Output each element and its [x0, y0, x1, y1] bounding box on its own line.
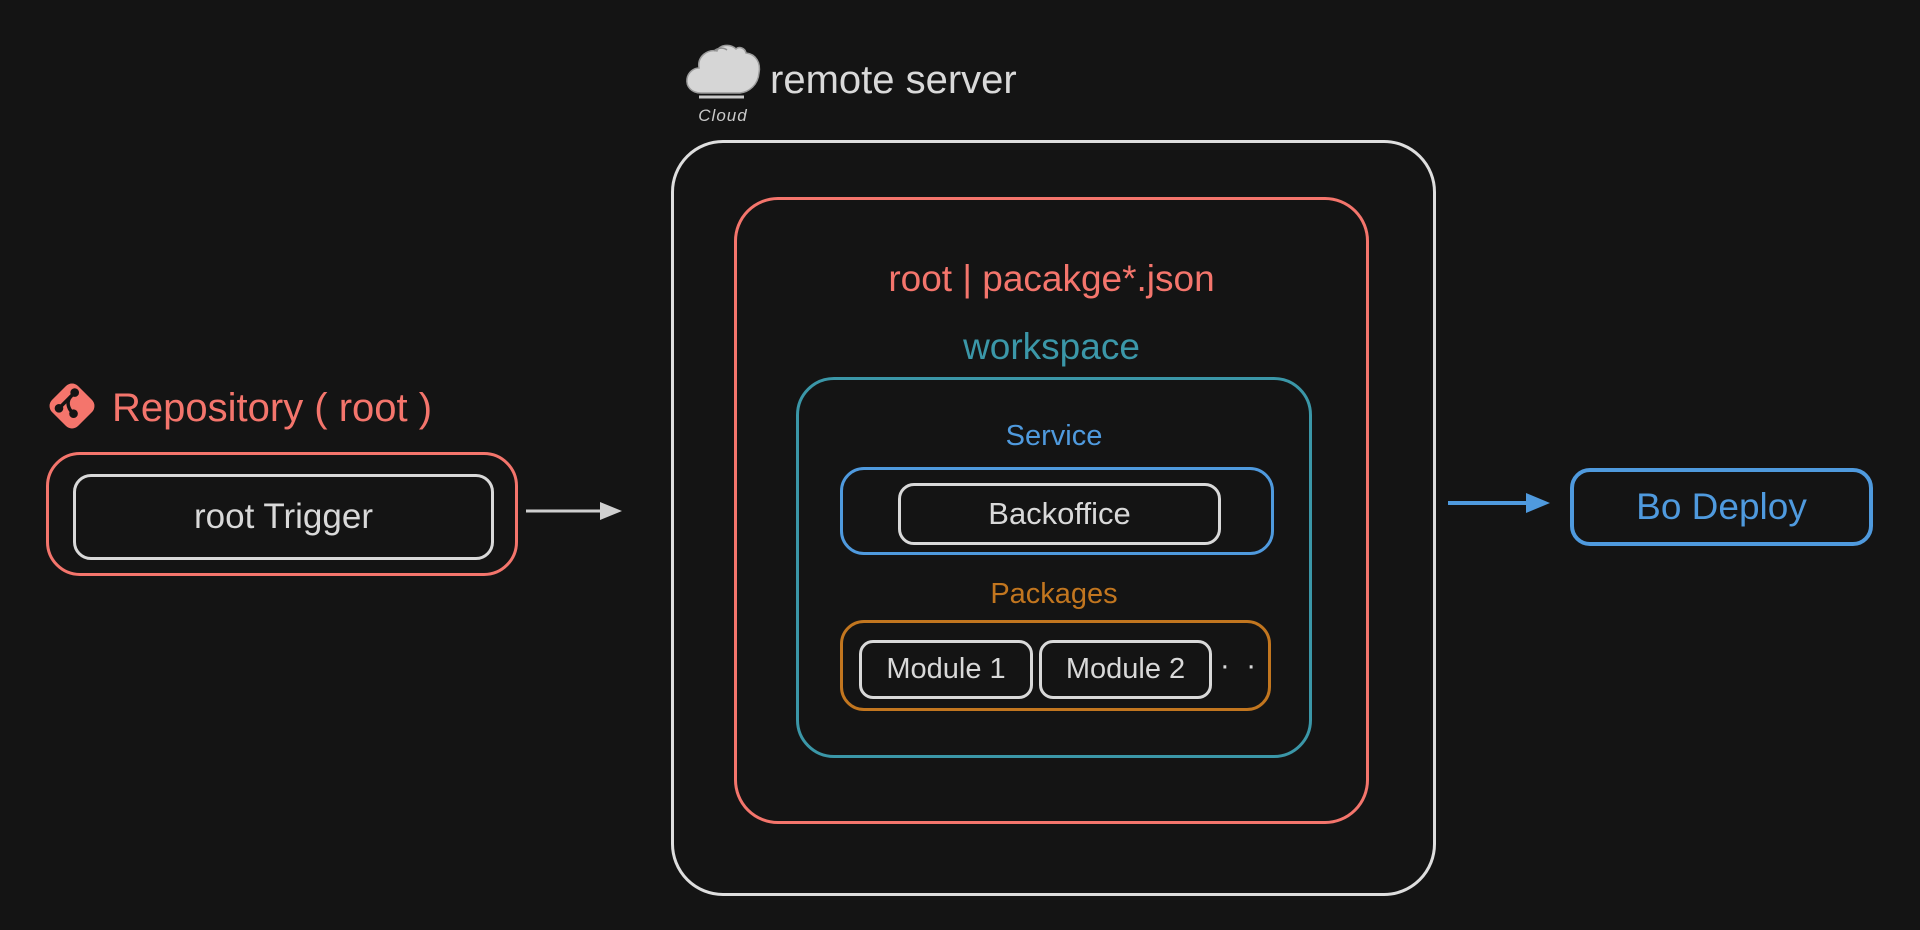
- workspace-container: Service Backoffice Packages Module 1 Mod…: [796, 377, 1312, 758]
- packages-label: Packages: [990, 578, 1118, 610]
- packages-container: Module 1 Module 2 · ·: [840, 620, 1271, 711]
- root-package-container: root | pacakge*.json workspace Service B…: [734, 197, 1369, 824]
- workspace-label: workspace: [963, 326, 1140, 367]
- repository-container: root Trigger: [46, 452, 518, 576]
- remote-server-label: remote server: [770, 58, 1017, 102]
- remote-server-container: root | pacakge*.json workspace Service B…: [671, 140, 1436, 896]
- bo-deploy-node: Bo Deploy: [1570, 468, 1873, 546]
- repo-to-server-arrow-icon: [524, 497, 624, 525]
- cloud-icon-caption: Cloud: [698, 106, 748, 125]
- service-label: Service: [1005, 420, 1103, 452]
- module-2-label: Module 2: [1065, 653, 1186, 685]
- backoffice-label: Backoffice: [988, 496, 1131, 531]
- module-2-node: Module 2: [1039, 640, 1212, 699]
- module-1-node: Module 1: [859, 640, 1033, 699]
- cloud-icon: [684, 42, 762, 106]
- module-1-label: Module 1: [886, 653, 1006, 685]
- root-trigger-label: root Trigger: [194, 497, 373, 536]
- backoffice-node: Backoffice: [898, 483, 1221, 545]
- bo-deploy-label: Bo Deploy: [1636, 486, 1807, 527]
- more-modules-ellipsis: · ·: [1219, 648, 1261, 682]
- git-icon: [46, 380, 98, 432]
- root-trigger-node: root Trigger: [73, 474, 494, 560]
- repository-title: Repository ( root ): [112, 386, 433, 430]
- server-to-deploy-arrow-icon: [1446, 489, 1552, 517]
- root-package-title: root | pacakge*.json: [888, 258, 1215, 299]
- service-container: Backoffice: [840, 467, 1274, 555]
